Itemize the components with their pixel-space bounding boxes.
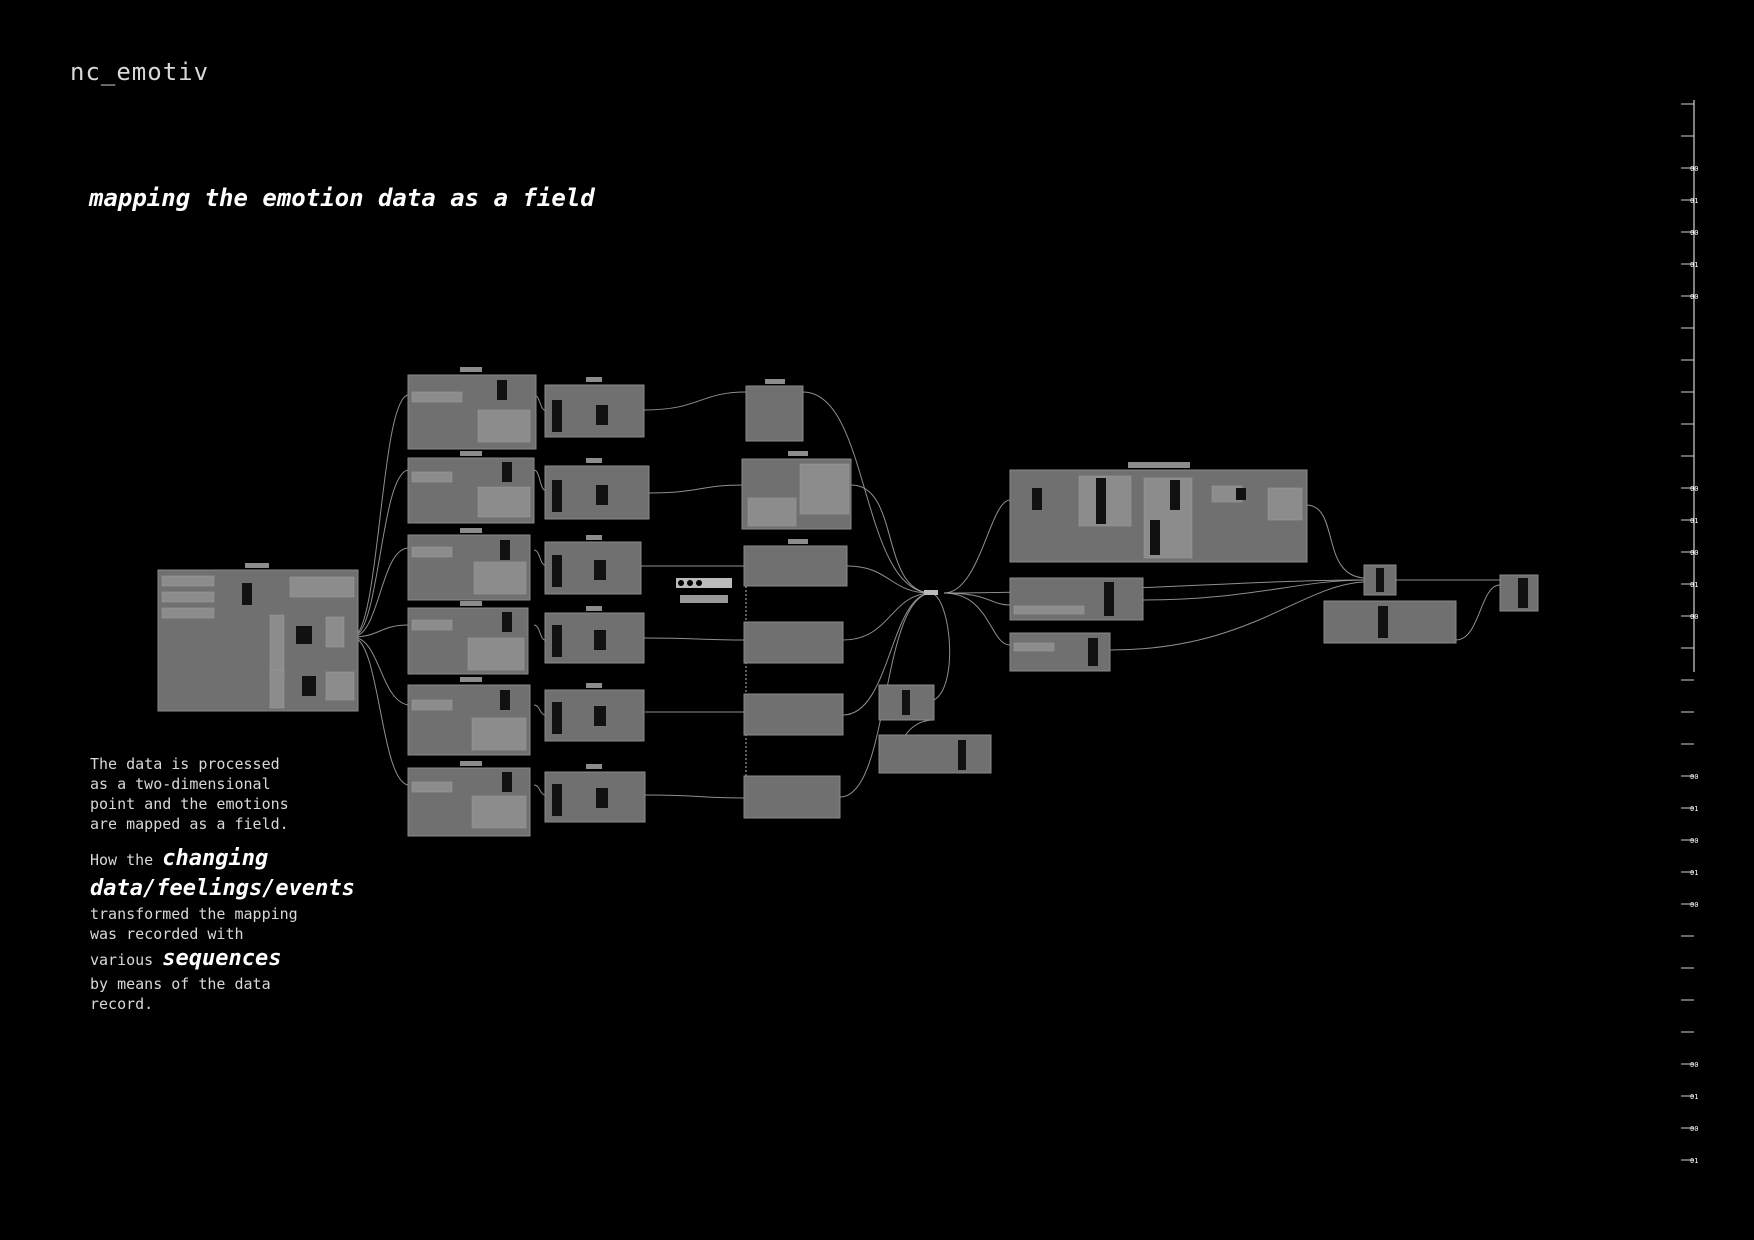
ruler-tick-label: 00 bbox=[1690, 837, 1698, 845]
ruler-tick-label: 00 bbox=[1690, 1125, 1698, 1133]
node-merge[interactable] bbox=[878, 590, 992, 774]
ruler-tick-label: 01 bbox=[1690, 869, 1698, 877]
page-heading: mapping the emotion data as a field bbox=[89, 184, 595, 212]
node-field-group[interactable] bbox=[1009, 462, 1308, 672]
ruler-tick-label: 01 bbox=[1690, 805, 1698, 813]
description-emphasis: changing data/feelings/events bbox=[90, 846, 355, 901]
ruler-tick-label: 01 bbox=[1690, 1157, 1698, 1165]
description-text: The data is processed as a two-dimension… bbox=[90, 754, 355, 1024]
description-paragraph-2: How the changing data/feelings/events tr… bbox=[90, 844, 355, 1014]
node-column-2[interactable] bbox=[544, 377, 650, 823]
node-column-1[interactable] bbox=[407, 367, 537, 837]
ruler-tick-label: 01 bbox=[1690, 1093, 1698, 1101]
node-column-3[interactable] bbox=[741, 379, 852, 819]
description-text-span: How the bbox=[90, 851, 163, 869]
timeline-ruler: 00 01 00 01 00 00 01 00 01 00 00 01 00 01 00 00 01 00 01 bbox=[1681, 100, 1698, 1165]
ruler-tick-label: 00 bbox=[1690, 901, 1698, 909]
ruler-tick-label: 00 bbox=[1690, 549, 1698, 557]
description-text-span: by means of the data record. bbox=[90, 975, 271, 1013]
ruler-tick-label: 01 bbox=[1690, 581, 1698, 589]
ruler-tick-label: 00 bbox=[1690, 1061, 1698, 1069]
description-text-span: transformed the mapping was recorded wit… bbox=[90, 905, 298, 969]
node-output[interactable] bbox=[1323, 564, 1539, 644]
app-title: nc_emotiv bbox=[70, 58, 210, 86]
description-emphasis: sequences bbox=[162, 946, 282, 971]
ruler-tick-label: 00 bbox=[1690, 773, 1698, 781]
ruler-tick-label: 00 bbox=[1690, 229, 1698, 237]
ruler-tick-label: 01 bbox=[1690, 517, 1698, 525]
ruler-tick-label: 01 bbox=[1690, 261, 1698, 269]
ruler-tick-label: 00 bbox=[1690, 165, 1698, 173]
description-paragraph-1: The data is processed as a two-dimension… bbox=[90, 755, 289, 833]
ruler-tick-label: 00 bbox=[1690, 293, 1698, 301]
ruler-tick-label: 00 bbox=[1690, 485, 1698, 493]
node-toggle[interactable] bbox=[676, 570, 747, 810]
node-source[interactable] bbox=[157, 563, 359, 712]
ruler-tick-label: 01 bbox=[1690, 197, 1698, 205]
ruler-tick-label: 00 bbox=[1690, 613, 1698, 621]
